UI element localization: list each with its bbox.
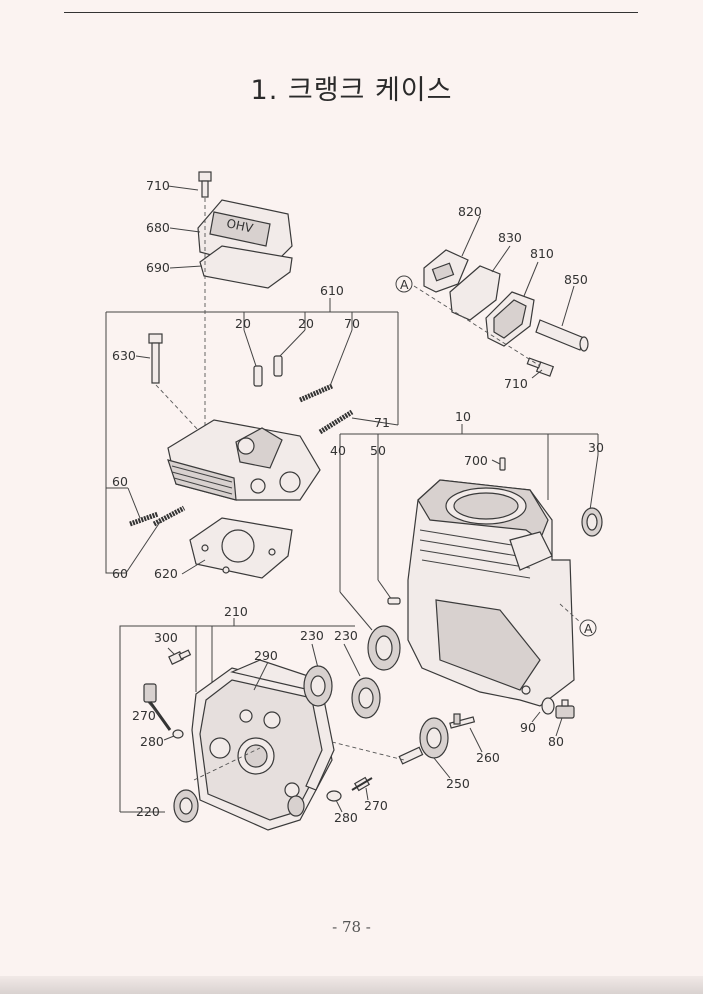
label-280-left: 280	[140, 734, 164, 749]
oil-filler-270-right	[351, 776, 373, 792]
label-50: 50	[370, 443, 386, 458]
bracket-610-left	[105, 312, 126, 574]
stud-71	[318, 409, 354, 435]
label-710-top: 710	[146, 178, 170, 193]
page-number: - 78 -	[332, 918, 371, 936]
ref-a-1: A	[400, 277, 409, 292]
label-680: 680	[146, 220, 170, 235]
label-830: 830	[498, 230, 522, 245]
main-bearing-cover-220	[191, 667, 333, 831]
governor-gear-250	[398, 717, 449, 765]
label-80: 80	[548, 734, 564, 749]
bearing-230a	[303, 665, 333, 707]
bearing-40	[367, 625, 401, 671]
top-rule	[64, 12, 638, 13]
label-700: 700	[464, 453, 488, 468]
label-630: 630	[112, 348, 136, 363]
label-270-right: 270	[364, 798, 388, 813]
label-90: 90	[520, 720, 536, 735]
label-620: 620	[154, 566, 178, 581]
label-20b: 20	[298, 316, 314, 331]
ref-a-2: A	[584, 621, 593, 636]
oil-sensor-270-left	[143, 683, 172, 731]
label-250: 250	[446, 776, 470, 791]
breather-plate-810	[485, 291, 535, 347]
breather-cover-820	[423, 249, 469, 293]
label-690: 690	[146, 260, 170, 275]
label-60-upper: 60	[112, 474, 128, 489]
drain-plug-80	[555, 699, 575, 719]
breather-tube-850	[535, 319, 589, 352]
stud-60b	[152, 505, 186, 527]
label-280-right: 280	[334, 810, 358, 825]
dowel-pin-20b	[273, 355, 283, 377]
stud-60a	[129, 511, 159, 527]
o-ring-280-left	[172, 729, 184, 739]
bolt-710-right	[526, 357, 555, 377]
seal-lower	[287, 795, 305, 817]
label-610: 610	[320, 283, 344, 298]
bracket-210	[119, 625, 355, 812]
stud-70	[298, 383, 334, 403]
gasket-290	[230, 659, 335, 791]
cover-ohv-text: OHV	[225, 216, 255, 235]
label-30: 30	[588, 440, 604, 455]
dowel-pin-700	[499, 457, 506, 471]
bolt-710-top	[198, 171, 212, 198]
governor-shaft-260	[449, 713, 476, 729]
head-gasket-620	[189, 517, 293, 579]
label-710-right: 710	[504, 376, 528, 391]
label-230b: 230	[334, 628, 358, 643]
oil-seal-220	[173, 789, 199, 823]
crankcase-10	[407, 479, 575, 707]
bearing-230b	[351, 677, 381, 719]
reference-a-circle-1	[395, 275, 413, 293]
label-290: 290	[254, 648, 278, 663]
label-220: 220	[136, 804, 160, 819]
label-810: 810	[530, 246, 554, 261]
breather-gasket-830	[449, 265, 501, 321]
label-210: 210	[224, 604, 248, 619]
label-300: 300	[154, 630, 178, 645]
label-60-lower: 60	[112, 566, 128, 581]
label-820: 820	[458, 204, 482, 219]
bolt-300	[168, 649, 192, 665]
dowel-pin-50	[387, 597, 401, 605]
label-20a: 20	[235, 316, 251, 331]
label-10: 10	[455, 409, 471, 424]
label-230a: 230	[300, 628, 324, 643]
cylinder-head	[167, 419, 321, 501]
dowel-pin-20a	[253, 365, 263, 387]
rocker-cover-gasket-690	[199, 245, 293, 289]
label-260: 260	[476, 750, 500, 765]
label-70: 70	[344, 316, 360, 331]
scan-edge	[0, 976, 703, 994]
label-71: 71	[374, 415, 390, 430]
washer-90	[541, 697, 555, 715]
page-title: 1. 크랭크 케이스	[250, 75, 453, 106]
oil-seal-30	[581, 507, 603, 537]
label-40: 40	[330, 443, 346, 458]
head-bolt-630	[148, 333, 163, 384]
label-270-left: 270	[132, 708, 156, 723]
reference-a-circle-2	[579, 619, 597, 637]
label-850: 850	[564, 272, 588, 287]
o-ring-280-right	[326, 790, 342, 802]
